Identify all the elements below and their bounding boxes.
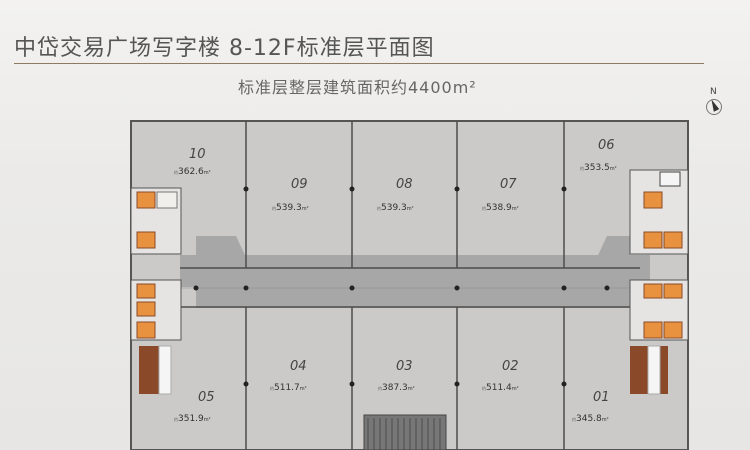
unit-area-unit: m² bbox=[610, 166, 617, 172]
unit-area-unit: m² bbox=[512, 386, 519, 392]
unit-01: 01 约345.8m² bbox=[572, 390, 610, 424]
unit-area: 351.9 bbox=[178, 414, 204, 424]
corridor-east-west bbox=[180, 255, 650, 287]
structural-columns bbox=[193, 186, 610, 387]
unit-area: 387.3 bbox=[382, 383, 408, 393]
unit-area-prefix: 约 bbox=[378, 385, 382, 391]
unit-area: 362.6 bbox=[178, 167, 204, 177]
unit-area-unit: m² bbox=[204, 417, 211, 423]
unit-05: 05 约351.9m² bbox=[174, 390, 215, 424]
unit-area: 538.9 bbox=[486, 203, 512, 213]
unit-area: 345.8 bbox=[576, 414, 602, 424]
unit-number: 06 bbox=[598, 138, 615, 153]
unit-area-prefix: 约 bbox=[572, 416, 576, 422]
unit-area-prefix: 约 bbox=[482, 385, 486, 391]
unit-04: 04 约511.7m² bbox=[270, 359, 307, 393]
unit-number: 03 bbox=[396, 359, 413, 374]
unit-area-unit: m² bbox=[204, 170, 211, 176]
unit-area-unit: m² bbox=[602, 417, 609, 423]
unit-number: 04 bbox=[290, 359, 307, 374]
unit-area: 539.3 bbox=[276, 203, 302, 213]
unit-10: 10 约362.6m² bbox=[174, 147, 211, 177]
svg-text:约362.6m²: 约362.6m² bbox=[174, 167, 211, 177]
unit-area-prefix: 约 bbox=[580, 165, 584, 171]
unit-number: 02 bbox=[502, 359, 519, 374]
unit-area-unit: m² bbox=[300, 386, 307, 392]
unit-number: 05 bbox=[198, 390, 215, 405]
compass-letter: N bbox=[710, 87, 717, 97]
central-stair bbox=[363, 414, 447, 450]
unit-area: 511.7 bbox=[274, 383, 300, 393]
svg-text:约511.4m²: 约511.4m² bbox=[482, 383, 519, 393]
unit-06: 06 约353.5m² bbox=[580, 138, 617, 173]
svg-text:约345.8m²: 约345.8m² bbox=[572, 414, 609, 424]
unit-number: 08 bbox=[396, 177, 413, 192]
unit-number: 01 bbox=[593, 390, 610, 405]
compass-icon bbox=[706, 99, 722, 115]
unit-number: 09 bbox=[291, 177, 308, 192]
title-divider bbox=[14, 63, 704, 64]
svg-text:约387.3m²: 约387.3m² bbox=[378, 383, 415, 393]
unit-08: 08 约539.3m² bbox=[377, 177, 414, 213]
unit-area-unit: m² bbox=[302, 206, 309, 212]
unit-area: 353.5 bbox=[584, 163, 610, 173]
unit-area: 511.4 bbox=[486, 383, 512, 393]
unit-area: 539.3 bbox=[381, 203, 407, 213]
unit-area-unit: m² bbox=[512, 206, 519, 212]
unit-area-unit: m² bbox=[408, 386, 415, 392]
unit-area-prefix: 约 bbox=[174, 169, 178, 175]
partition-walls bbox=[180, 121, 640, 450]
svg-text:约353.5m²: 约353.5m² bbox=[580, 163, 617, 173]
unit-area-prefix: 约 bbox=[482, 205, 486, 211]
unit-number: 07 bbox=[500, 177, 517, 192]
unit-area-prefix: 约 bbox=[272, 205, 276, 211]
right-core bbox=[629, 169, 689, 395]
unit-area-prefix: 约 bbox=[270, 385, 274, 391]
unit-03: 03 约387.3m² bbox=[378, 359, 415, 393]
north-compass: N bbox=[704, 87, 728, 117]
svg-text:约539.3m²: 约539.3m² bbox=[377, 203, 414, 213]
svg-text:约511.7m²: 约511.7m² bbox=[270, 383, 307, 393]
unit-02: 02 约511.4m² bbox=[482, 359, 519, 393]
unit-number: 10 bbox=[189, 147, 206, 162]
page-title: 中岱交易广场写字楼 8-12F标准层平面图 bbox=[14, 36, 435, 61]
unit-area-prefix: 约 bbox=[174, 416, 178, 422]
left-core bbox=[130, 187, 182, 395]
page-subtitle: 标准层整层建筑面积约4400m² bbox=[238, 78, 477, 97]
svg-text:约538.9m²: 约538.9m² bbox=[482, 203, 519, 213]
svg-text:约539.3m²: 约539.3m² bbox=[272, 203, 309, 213]
unit-07: 07 约538.9m² bbox=[482, 177, 519, 213]
unit-09: 09 约539.3m² bbox=[272, 177, 309, 213]
unit-area-unit: m² bbox=[407, 206, 414, 212]
svg-text:约351.9m²: 约351.9m² bbox=[174, 414, 211, 424]
unit-area-prefix: 约 bbox=[377, 205, 381, 211]
